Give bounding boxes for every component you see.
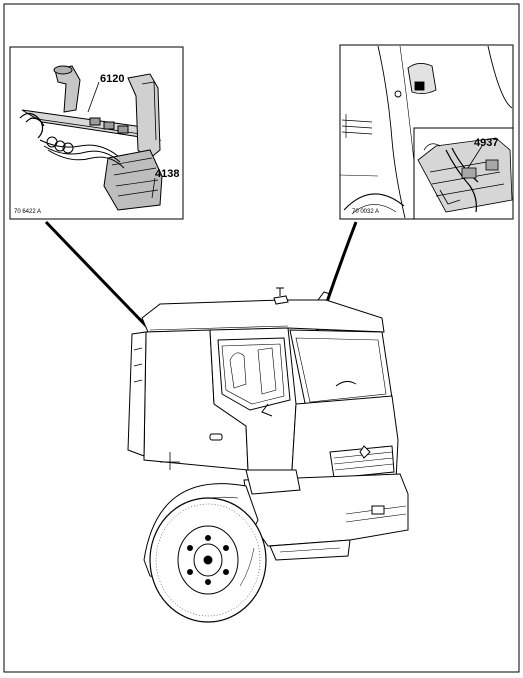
detail-sub-inset: 4937 bbox=[413, 127, 514, 220]
right-inset: 4937 70 0032 A bbox=[339, 44, 514, 220]
wiring-harness-illustration bbox=[19, 65, 163, 211]
left-inset: 6120 4138 70 6422 A bbox=[9, 46, 184, 220]
callout-6120: 6120 bbox=[100, 73, 124, 85]
callout-6120-leader bbox=[87, 81, 100, 113]
left-inset-reference: 70 6422 A bbox=[14, 209, 41, 215]
callout-4937-leader bbox=[467, 145, 483, 169]
page-frame bbox=[3, 3, 520, 673]
cab-corner-illustration bbox=[339, 45, 513, 219]
callout-4937: 4937 bbox=[474, 137, 498, 149]
callout-4138-leader bbox=[151, 177, 156, 199]
truck-cab-illustration bbox=[127, 287, 409, 623]
right-inset-reference: 70 0032 A bbox=[352, 209, 379, 215]
callout-4138: 4138 bbox=[155, 168, 179, 180]
